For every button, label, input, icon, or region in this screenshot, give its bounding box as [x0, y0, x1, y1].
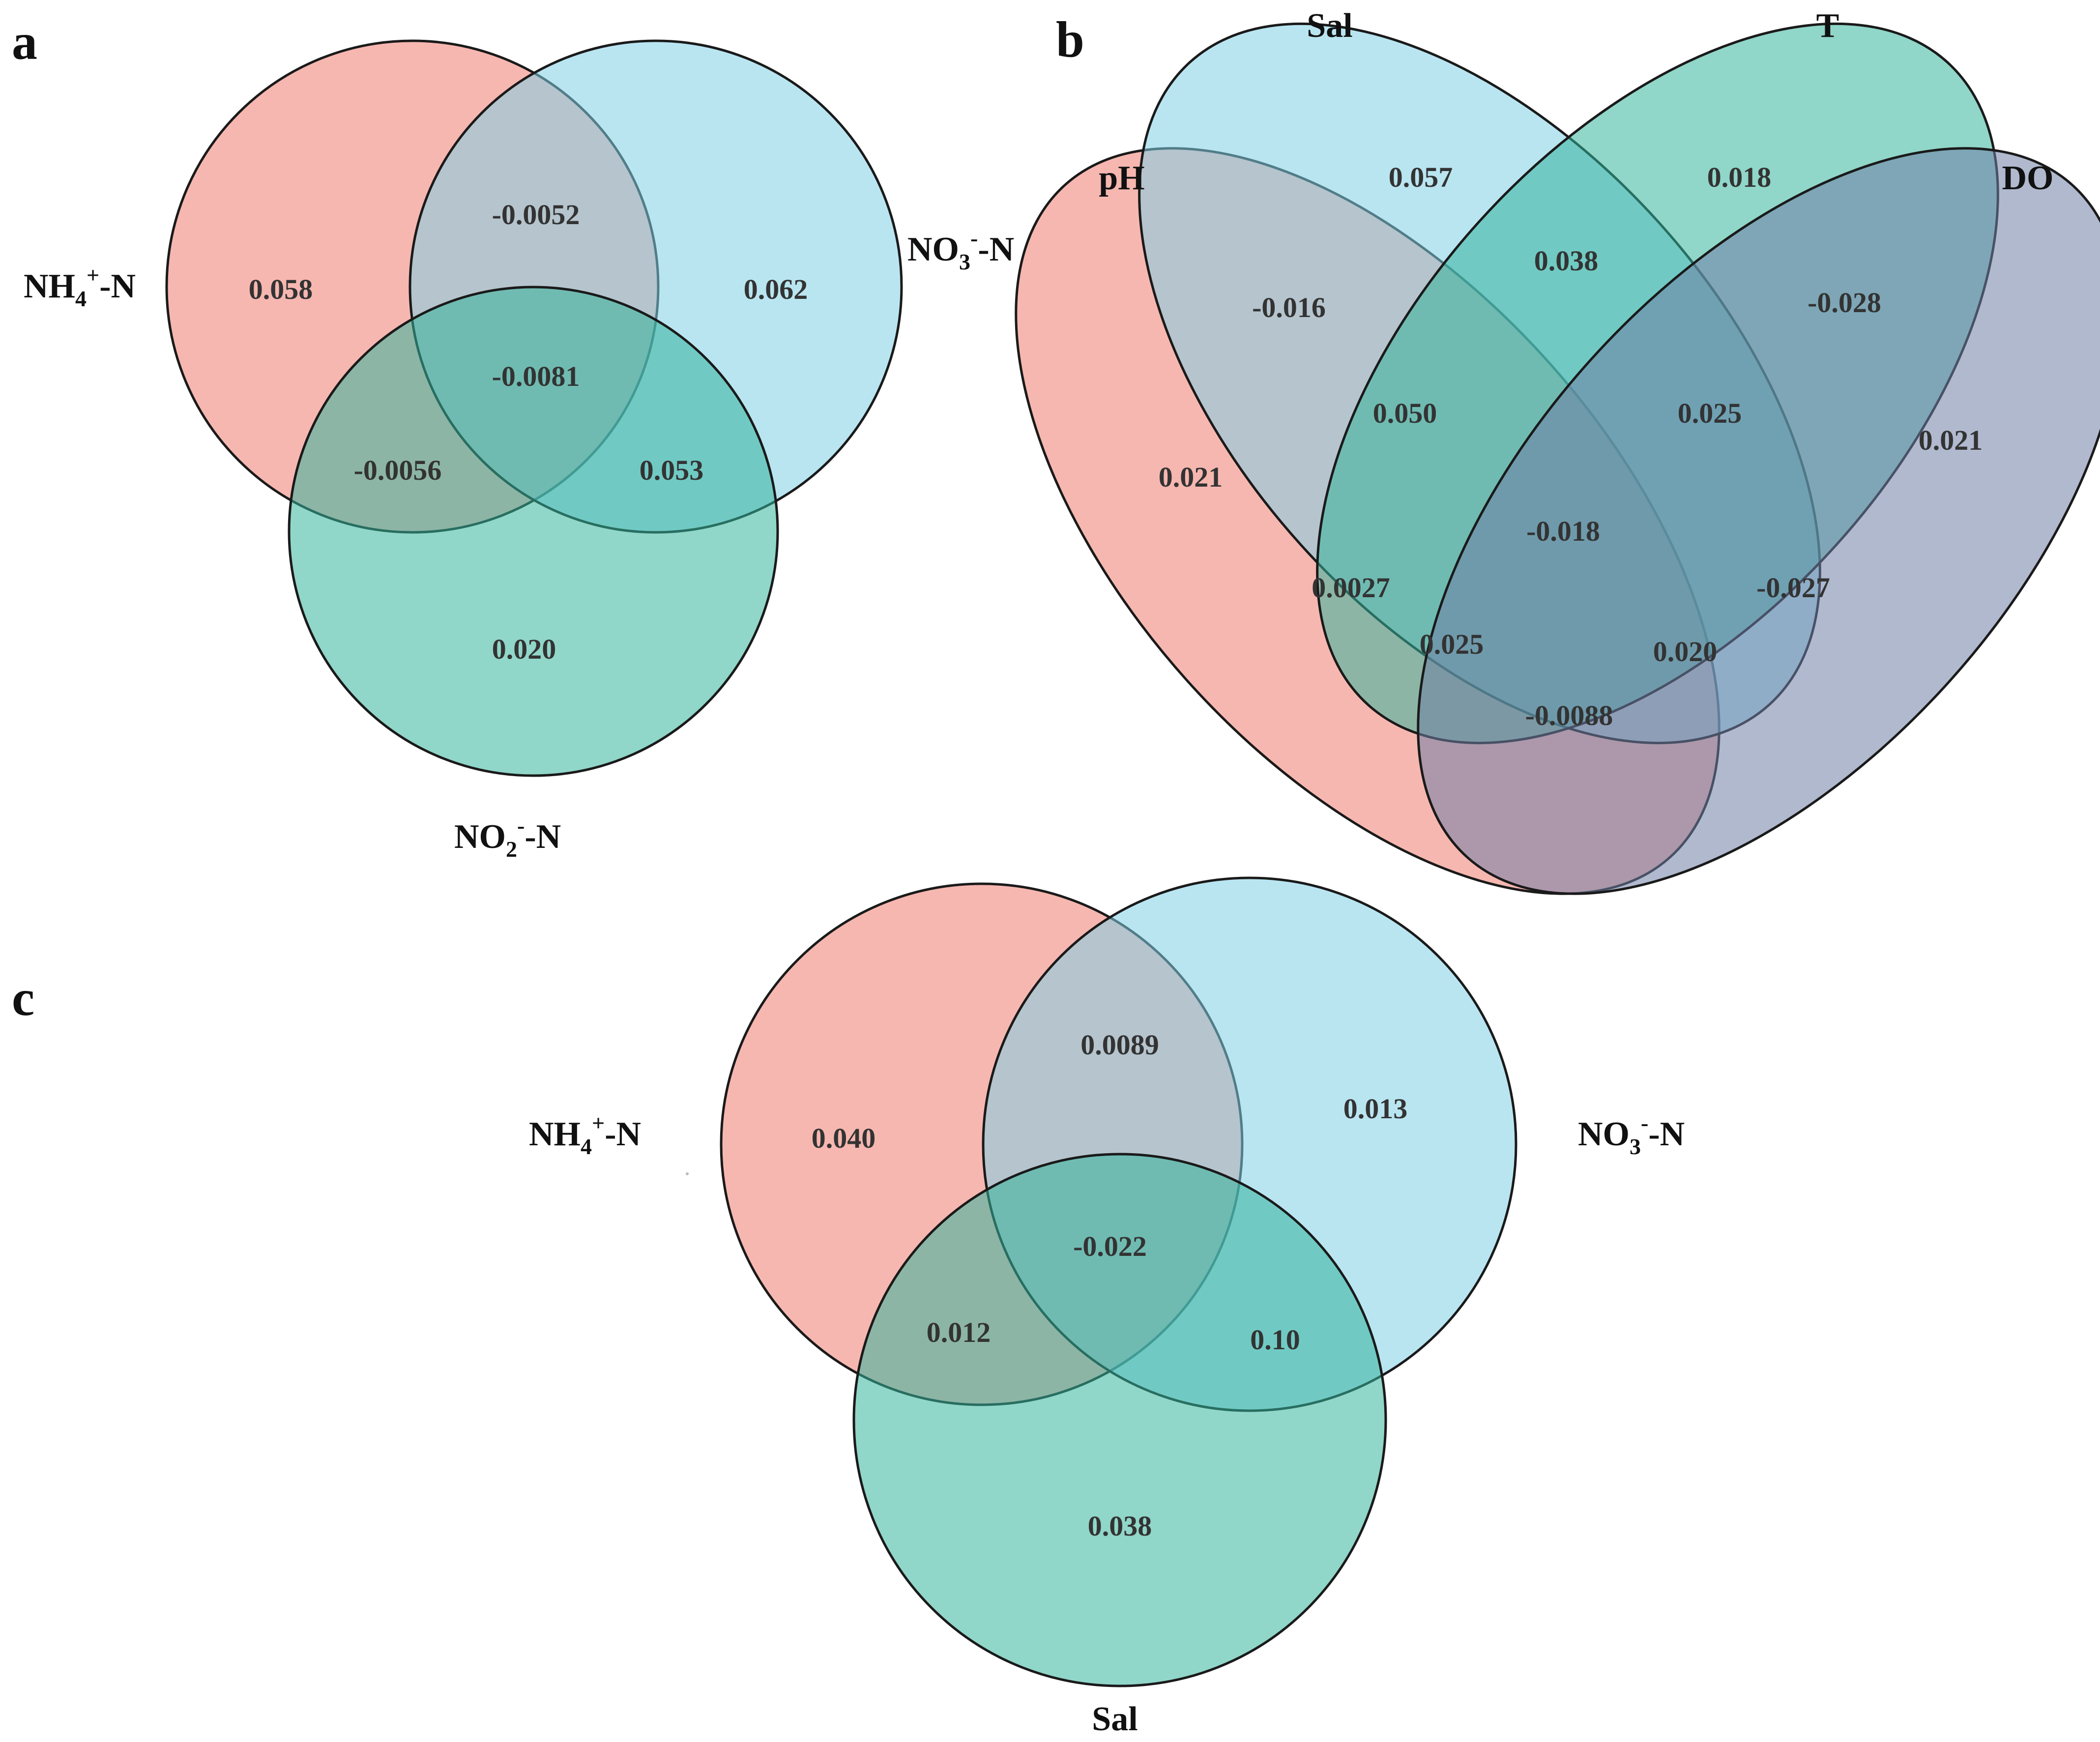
panel-c-label: c — [12, 970, 34, 1026]
venn-c-sal-circle — [852, 1153, 1387, 1687]
set-label-a-nh4: NH4+-N — [24, 262, 136, 311]
panel-b: b pH Sal T DO 0.021 0.057 0.018 0.021 -0… — [1015, 7, 2100, 895]
region-b-sal-do: -0.027 — [1756, 572, 1830, 604]
region-b-ph-do: -0.0088 — [1525, 699, 1613, 731]
set-label-b-do: DO — [2002, 159, 2054, 197]
venn-b-do-ellipse — [1417, 147, 2100, 895]
region-a-all: -0.0081 — [492, 360, 580, 392]
region-c-no3-sal: 0.10 — [1250, 1324, 1300, 1356]
region-a-no3-no2: 0.053 — [640, 454, 704, 486]
panel-c: c NH4+-N NO3--N Sal 0.040 0.013 0.038 0.… — [12, 876, 1685, 1738]
set-label-c-no3: NO3--N — [1578, 1110, 1685, 1159]
set-label-b-sal: Sal — [1307, 7, 1352, 45]
region-c-no3-only: 0.013 — [1343, 1093, 1408, 1125]
region-a-no3-only: 0.062 — [744, 273, 808, 305]
region-b-ph-sal-do: 0.020 — [1653, 636, 1718, 668]
region-b-t-only: 0.018 — [1707, 161, 1772, 193]
panel-b-label: b — [1056, 11, 1084, 68]
set-label-a-no3: NO3--N — [907, 226, 1014, 274]
region-b-sal-only: 0.057 — [1389, 161, 1453, 193]
region-a-no2-only: 0.020 — [492, 633, 556, 665]
venn-a-no2-circle — [288, 286, 779, 777]
set-label-b-t: T — [1816, 7, 1839, 45]
panel-a: a NH4+-N NO3--N NO2--N 0.058 0.062 0.020… — [12, 14, 1014, 862]
region-c-nh4-only: 0.040 — [812, 1122, 876, 1154]
region-c-sal-only: 0.038 — [1088, 1510, 1152, 1542]
region-c-nh4-no3: 0.0089 — [1080, 1029, 1159, 1061]
region-b-ph-t-do: 0.025 — [1420, 628, 1484, 660]
region-c-nh4-sal: 0.012 — [927, 1316, 991, 1348]
set-label-b-ph: pH — [1099, 159, 1144, 197]
region-b-ph-t: 0.0027 — [1312, 572, 1390, 604]
region-c-all: -0.022 — [1073, 1230, 1147, 1262]
panel-a-label: a — [12, 14, 37, 70]
region-a-nh4-no2: -0.0056 — [354, 454, 442, 486]
region-b-sal-t: 0.038 — [1534, 245, 1599, 277]
region-b-do-only: 0.021 — [1919, 424, 1983, 456]
region-a-nh4-only: 0.058 — [249, 273, 313, 305]
stray-dot — [686, 1172, 689, 1175]
region-b-ph-sal-t: 0.050 — [1373, 397, 1437, 429]
region-b-t-do: -0.028 — [1808, 287, 1881, 319]
set-label-c-nh4: NH4+-N — [529, 1110, 641, 1159]
region-b-sal-t-do: 0.025 — [1678, 397, 1742, 429]
set-label-c-sal: Sal — [1092, 1700, 1138, 1738]
region-b-all: -0.018 — [1526, 515, 1600, 547]
region-b-ph-sal: -0.016 — [1252, 291, 1326, 323]
region-b-ph-only: 0.021 — [1159, 461, 1223, 493]
region-a-nh4-no3: -0.0052 — [492, 199, 580, 231]
set-label-a-no2: NO2--N — [454, 813, 561, 862]
